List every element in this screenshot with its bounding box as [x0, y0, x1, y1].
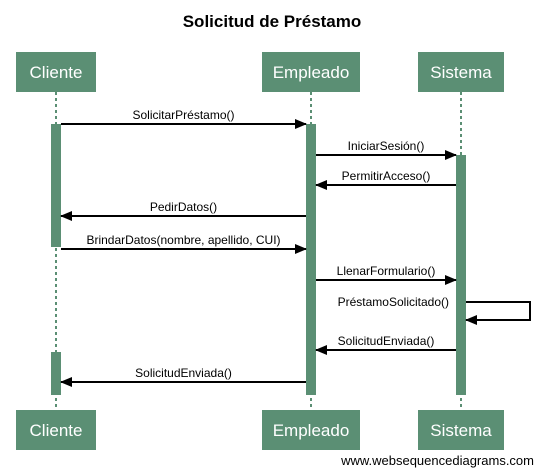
message-8: SolicitudEnviada()	[315, 334, 456, 355]
actor-box	[16, 52, 96, 92]
activation-bar-cliente	[51, 124, 61, 247]
message-label: SolicitudEnviada()	[135, 366, 232, 380]
message-label: PréstamoSolicitado()	[338, 295, 449, 309]
actor-label: Empleado	[273, 63, 350, 82]
message-6: LlenarFormulario()	[316, 264, 457, 285]
credit-text: www.websequencediagrams.com	[340, 453, 534, 468]
message-9: SolicitudEnviada()	[60, 366, 306, 387]
message-arrow	[465, 301, 531, 325]
actor-label: Sistema	[430, 63, 492, 82]
message-label: PermitirAcceso()	[342, 169, 431, 183]
actor-box	[418, 52, 504, 92]
actor-box	[262, 410, 360, 450]
message-label: LlenarFormulario()	[337, 264, 436, 278]
message-label: IniciarSesión()	[348, 139, 425, 153]
message-2: IniciarSesión()	[316, 139, 457, 160]
messages: SolicitarPréstamo() IniciarSesión() Permit…	[60, 108, 531, 387]
message-1: SolicitarPréstamo()	[61, 108, 307, 129]
actor-boxes-bottom: Cliente Empleado Sistema	[16, 410, 504, 450]
message-label: PedirDatos()	[150, 200, 217, 214]
activation-bars	[51, 124, 466, 395]
activation-bar-sistema	[456, 155, 466, 395]
message-5: BrindarDatos(nombre, apellido, CUI)	[61, 233, 307, 254]
message-label: SolicitudEnviada()	[338, 334, 435, 348]
actor-cliente-top: Cliente	[16, 52, 96, 92]
actor-label: Empleado	[273, 421, 350, 440]
actor-box	[262, 52, 360, 92]
actor-label: Sistema	[430, 421, 492, 440]
actor-empleado-bottom: Empleado	[262, 410, 360, 450]
message-label: BrindarDatos(nombre, apellido, CUI)	[86, 233, 280, 247]
actor-sistema-top: Sistema	[418, 52, 504, 92]
actor-sistema-bottom: Sistema	[418, 410, 504, 450]
actor-box	[418, 410, 504, 450]
actor-boxes-top: Cliente Empleado Sistema	[16, 52, 504, 92]
message-4: PedirDatos()	[60, 200, 306, 221]
activation-bar-cliente	[51, 352, 61, 395]
message-label: SolicitarPréstamo()	[132, 108, 234, 122]
actor-empleado-top: Empleado	[262, 52, 360, 92]
message-7: PréstamoSolicitado()	[338, 295, 531, 325]
actor-cliente-bottom: Cliente	[16, 410, 96, 450]
actor-box	[16, 410, 96, 450]
actor-label: Cliente	[30, 63, 83, 82]
activation-bar-empleado	[306, 124, 316, 395]
diagram-title: Solicitud de Préstamo	[183, 12, 362, 31]
actor-label: Cliente	[30, 421, 83, 440]
message-3: PermitirAcceso()	[315, 169, 456, 190]
